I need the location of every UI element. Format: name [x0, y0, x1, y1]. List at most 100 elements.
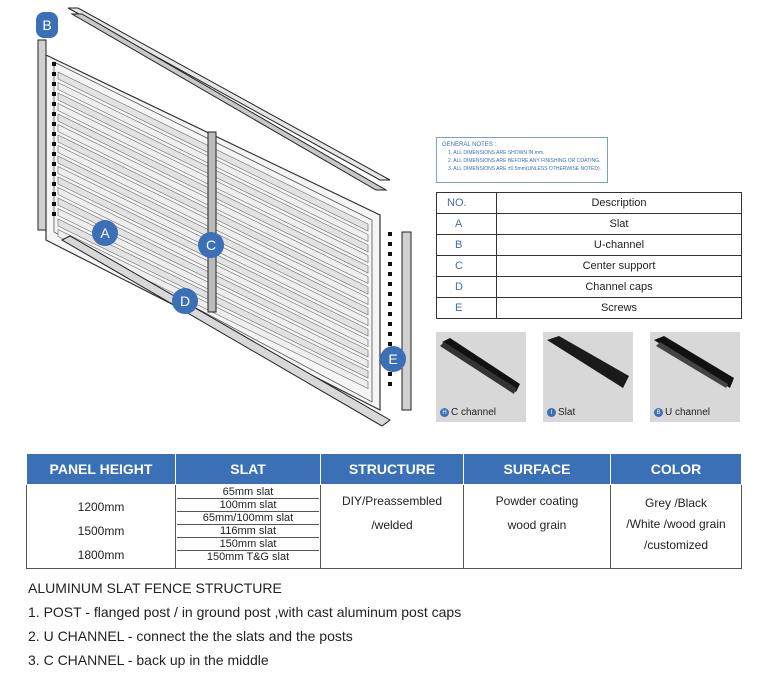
- caption-text: C channel: [451, 407, 497, 418]
- structure-notes: ALUMINUM SLAT FENCE STRUCTURE 1. POST - …: [28, 576, 461, 672]
- right-post: [401, 231, 412, 411]
- parts-header-desc: Description: [496, 192, 742, 214]
- screw: [388, 242, 392, 246]
- bottom-u-channel: [60, 235, 391, 427]
- color-line: Grey /Black: [644, 496, 707, 510]
- screw: [388, 342, 392, 346]
- screw: [52, 82, 56, 86]
- color-line: /customized: [643, 538, 709, 552]
- part-desc: Channel caps: [496, 276, 742, 298]
- label-c: C: [198, 232, 224, 258]
- screw: [52, 152, 56, 156]
- screw: [388, 262, 392, 266]
- parts-header-no: NO.: [436, 192, 497, 214]
- screw: [388, 382, 392, 386]
- screw: [52, 162, 56, 166]
- screw: [52, 172, 56, 176]
- screw: [388, 282, 392, 286]
- slat-cell: 65mm slat 100mm slat 65mm/100mm slat 116…: [175, 484, 321, 569]
- general-note-line: 2. ALL DIMENSIONS ARE BEFORE ANY FINISHI…: [448, 158, 601, 164]
- general-notes: GENERAL NOTES : 1. ALL DIMENSIONS ARE SH…: [436, 137, 608, 183]
- general-note-line: 3. ALL DIMENSIONS ARE ±0.5mm(UNLESS OTHE…: [448, 166, 602, 172]
- surface-line: wood grain: [507, 518, 567, 532]
- color-line: /White /wood grain: [626, 517, 726, 531]
- part-no: D: [436, 276, 497, 298]
- panel-height: 1800mm: [77, 548, 125, 562]
- screw: [388, 322, 392, 326]
- part-no: C: [436, 255, 497, 277]
- spec-header: COLOR: [610, 453, 742, 485]
- screw: [388, 252, 392, 256]
- screw: [52, 62, 56, 66]
- screw: [52, 142, 56, 146]
- label-e: E: [380, 346, 406, 372]
- screw: [52, 132, 56, 136]
- spec-header: SLAT: [175, 453, 321, 485]
- note-label: 2. U CHANNEL -: [28, 628, 137, 644]
- panel-height-cell: 1200mm 1500mm 1800mm: [26, 484, 176, 569]
- left-u-channel: [37, 39, 47, 231]
- label-b: B: [36, 12, 58, 38]
- label-d: D: [172, 288, 198, 314]
- caption-letter: B: [654, 408, 663, 417]
- screw: [52, 92, 56, 96]
- general-notes-title: GENERAL NOTES :: [442, 142, 497, 148]
- screw: [388, 272, 392, 276]
- caption-text: U channel: [665, 407, 711, 418]
- part-desc: U-channel: [496, 234, 742, 256]
- slat-option: 116mm slat: [177, 525, 319, 538]
- spec-header-row: PANEL HEIGHT SLAT STRUCTURE SURFACE COLO…: [26, 453, 742, 485]
- screw: [388, 232, 392, 236]
- slat-option: 150mm T&G slat: [206, 551, 290, 563]
- part-no: E: [436, 297, 497, 319]
- note-text: back up in the middle: [136, 652, 269, 668]
- structure-note-item: 3. C CHANNEL - back up in the middle: [28, 648, 461, 672]
- screw: [52, 182, 56, 186]
- panel-height: 1500mm: [77, 524, 125, 538]
- color-cell: Grey /Black /White /wood grain /customiz…: [610, 484, 742, 569]
- note-text: connect the the slats and the posts: [136, 628, 353, 644]
- screw: [52, 202, 56, 206]
- structure-notes-title: ALUMINUM SLAT FENCE STRUCTURE: [28, 580, 282, 596]
- screw: [52, 112, 56, 116]
- parts-header-row: NO. Description: [436, 192, 742, 214]
- structure-note-item: 1. POST - flanged post / in ground post …: [28, 600, 461, 624]
- spec-table: PANEL HEIGHT SLAT STRUCTURE SURFACE COLO…: [26, 453, 742, 569]
- part-no: B: [436, 234, 497, 256]
- screw: [388, 372, 392, 376]
- slat-option: 65mm slat: [177, 486, 319, 499]
- fence-exploded-diagram: [37, 7, 412, 427]
- slat-option: 100mm slat: [177, 499, 319, 512]
- slat-option: 65mm/100mm slat: [177, 512, 319, 525]
- screw: [388, 302, 392, 306]
- screw: [52, 192, 56, 196]
- spec-header: SURFACE: [463, 453, 611, 485]
- general-note-line: 1. ALL DIMENSIONS ARE SHOWN IN mm.: [448, 150, 545, 156]
- part-desc: Center support: [496, 255, 742, 277]
- top-u-channel: [67, 7, 391, 191]
- part-desc: Screws: [496, 297, 742, 319]
- note-label: 1. POST -: [28, 604, 94, 620]
- screw: [52, 122, 56, 126]
- structure-line: DIY/Preassembled: [341, 494, 443, 508]
- slat-image: [547, 336, 629, 388]
- center-support: [207, 131, 217, 313]
- slat-option: 150mm slat: [177, 538, 319, 551]
- table-row: 1200mm 1500mm 1800mm 65mm slat 100mm sla…: [26, 484, 742, 569]
- note-label: 3. C CHANNEL -: [28, 652, 137, 668]
- caption-text: Slat: [558, 407, 576, 418]
- panel-height: 1200mm: [77, 500, 125, 514]
- part-no: A: [436, 213, 497, 235]
